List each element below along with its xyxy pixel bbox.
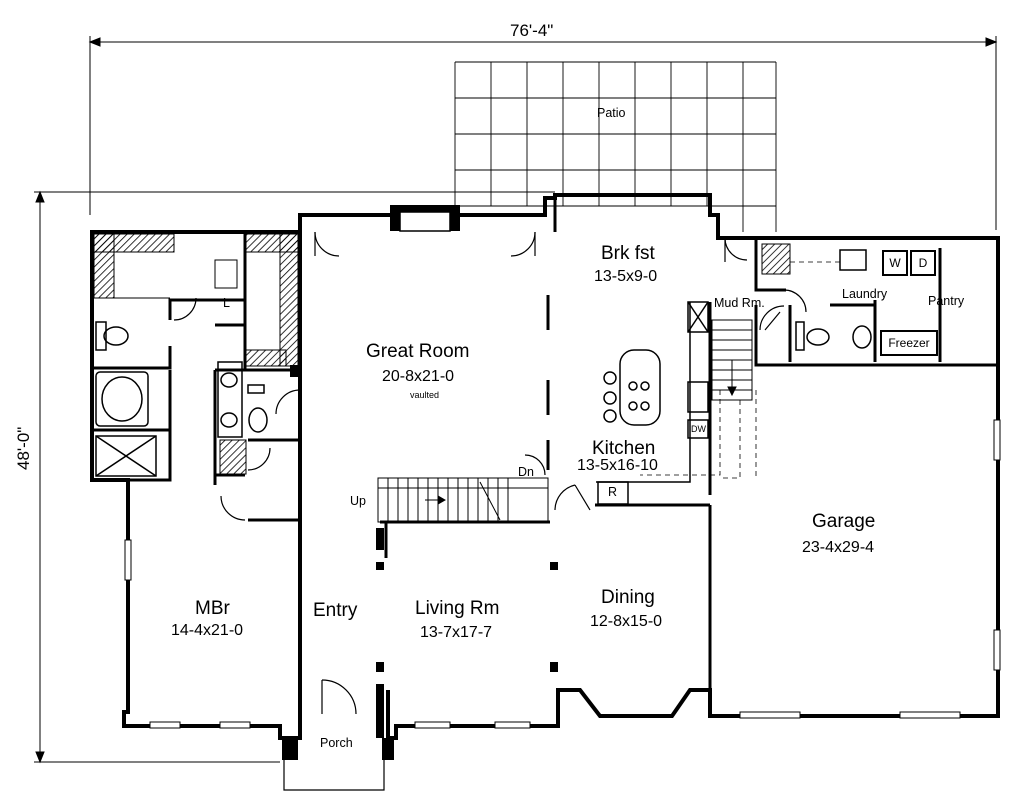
- windows: [124, 419, 1001, 729]
- great-room-name: Great Room: [366, 341, 470, 362]
- porch-outline: [283, 742, 385, 791]
- great-room-size: 20-8x21-0: [382, 368, 455, 385]
- entry-label: Entry: [313, 600, 358, 621]
- fireplace: [390, 205, 460, 232]
- dryer-box: D: [910, 250, 936, 276]
- stairs-down-label: Dn: [518, 465, 534, 479]
- master-bedroom-name: MBr: [195, 598, 230, 619]
- patio-label: Patio: [597, 106, 626, 120]
- posts: [282, 365, 558, 760]
- great-room-note: vaulted: [410, 390, 440, 400]
- bath-fixtures: [95, 249, 872, 477]
- laundry-label: Laundry: [842, 287, 888, 301]
- closets: [93, 233, 791, 475]
- master-bedroom-size: 14-4x21-0: [171, 622, 244, 639]
- living-room-size: 13-7x17-7: [420, 624, 493, 641]
- washer-box: W: [882, 250, 908, 276]
- dining-name: Dining: [601, 587, 655, 608]
- breakfast-room-name: Brk fst: [601, 243, 655, 264]
- living-room-name: Living Rm: [415, 598, 500, 619]
- depth-dimension-label: 48'-0": [14, 422, 34, 474]
- pantry-label: Pantry: [928, 294, 965, 308]
- porch-label: Porch: [320, 736, 353, 750]
- kitchen-size: 13-5x16-10: [577, 457, 658, 474]
- freezer-box: Freezer: [880, 330, 938, 356]
- refrigerator-label: R: [608, 485, 618, 499]
- mud-room-label: Mud Rm.: [714, 296, 765, 310]
- patio-grid: [454, 61, 777, 232]
- kitchen-counters: [596, 301, 709, 505]
- dashed-lines: [640, 261, 840, 479]
- kitchen-name: Kitchen: [592, 438, 656, 459]
- dimension-lines: [34, 36, 998, 764]
- linen-closet-label: L: [223, 296, 230, 310]
- interior-walls: [92, 198, 998, 690]
- garage-size: 23-4x29-4: [802, 539, 875, 556]
- breakfast-room-size: 13-5x9-0: [594, 268, 658, 285]
- dishwasher-label: DW: [691, 424, 706, 434]
- stairs: [377, 319, 753, 523]
- door-swings: [173, 231, 807, 715]
- stairs-up-label: Up: [350, 494, 366, 508]
- garage-name: Garage: [812, 511, 876, 532]
- dining-size: 12-8x15-0: [590, 613, 663, 630]
- width-dimension-label: 76'-4": [506, 21, 558, 41]
